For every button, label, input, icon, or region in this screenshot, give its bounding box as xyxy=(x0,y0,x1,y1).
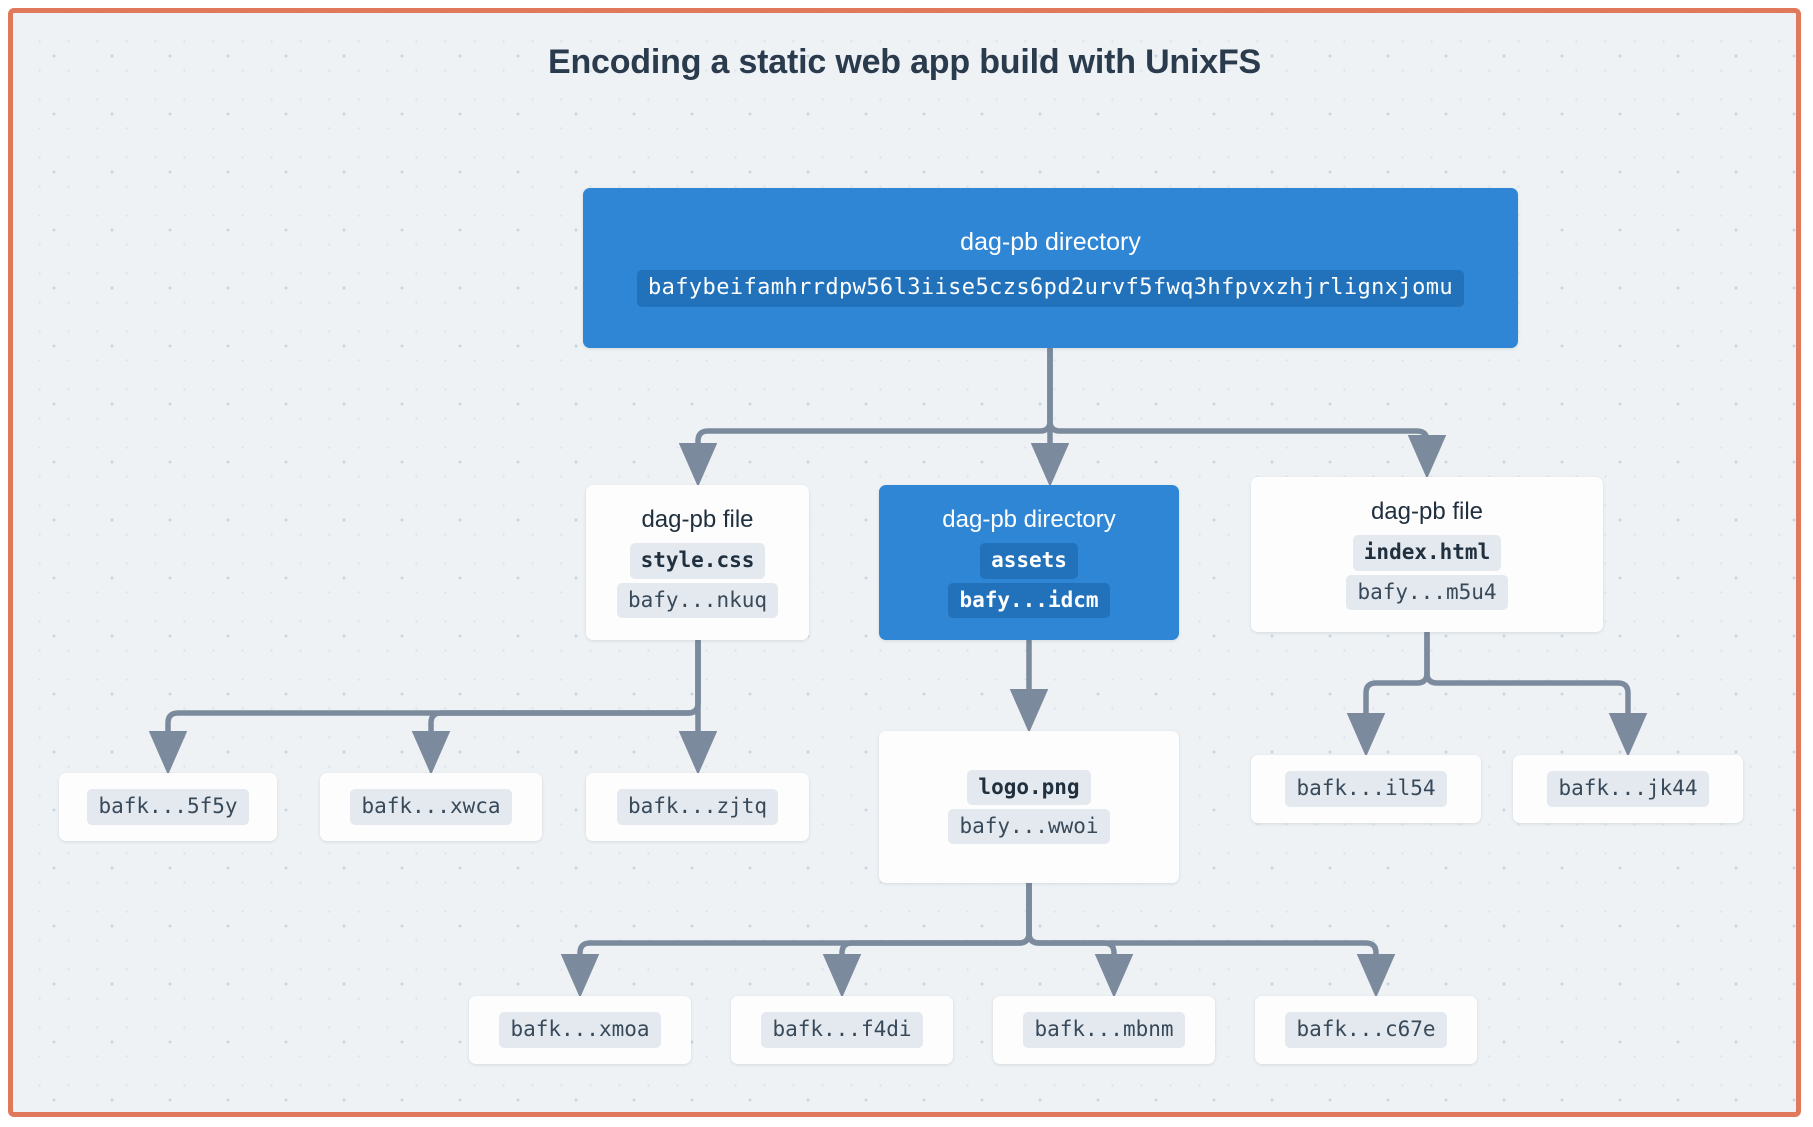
node-type-label: dag-pb file xyxy=(641,506,754,534)
leaf-block[interactable]: bafk...f4di xyxy=(731,996,953,1064)
node-logo-png[interactable]: logo.png bafy...wwoi xyxy=(879,731,1179,883)
node-filename: index.html xyxy=(1352,535,1502,571)
block-cid: bafk...mbnm xyxy=(1023,1012,1185,1048)
node-cid: bafy...idcm xyxy=(948,582,1110,618)
leaf-block[interactable]: bafk...zjtq xyxy=(586,773,809,841)
node-cid: bafy...m5u4 xyxy=(1346,574,1508,610)
block-cid: bafk...zjtq xyxy=(616,789,779,825)
node-type-label: dag-pb file xyxy=(1370,498,1484,526)
node-assets-directory[interactable]: dag-pb directory assets bafy...idcm xyxy=(879,485,1179,640)
leaf-block[interactable]: bafk...xwca xyxy=(320,773,542,841)
node-root-directory[interactable]: dag-pb directory bafybeifamhrrdpw56l3iis… xyxy=(583,188,1518,348)
node-cid: bafy...nkuq xyxy=(616,582,779,618)
block-cid: bafk...f4di xyxy=(761,1012,923,1048)
leaf-block[interactable]: bafk...jk44 xyxy=(1513,755,1743,823)
block-cid: bafk...il54 xyxy=(1285,771,1447,807)
block-cid: bafk...xmoa xyxy=(499,1012,661,1048)
node-cid: bafybeifamhrrdpw56l3iise5czs6pd2urvf5fwq… xyxy=(636,270,1465,307)
node-type-label: dag-pb directory xyxy=(960,228,1141,257)
block-cid: bafk...c67e xyxy=(1285,1012,1447,1048)
block-cid: bafk...xwca xyxy=(350,789,512,825)
leaf-block[interactable]: bafk...mbnm xyxy=(993,996,1215,1064)
block-cid: bafk...jk44 xyxy=(1547,771,1709,807)
leaf-block[interactable]: bafk...xmoa xyxy=(469,996,691,1064)
node-filename: assets xyxy=(980,543,1078,579)
page-title: Encoding a static web app build with Uni… xyxy=(547,43,1261,81)
node-filename: style.css xyxy=(629,543,766,579)
node-index-html[interactable]: dag-pb file index.html bafy...m5u4 xyxy=(1251,477,1603,632)
node-type-label: dag-pb directory xyxy=(942,506,1116,534)
diagram-canvas: Encoding a static web app build with Uni… xyxy=(8,8,1801,1117)
node-style-css[interactable]: dag-pb file style.css bafy...nkuq xyxy=(586,485,809,640)
leaf-block[interactable]: bafk...c67e xyxy=(1255,996,1477,1064)
node-filename: logo.png xyxy=(967,769,1091,805)
block-cid: bafk...5f5y xyxy=(87,789,249,825)
leaf-block[interactable]: bafk...5f5y xyxy=(59,773,277,841)
leaf-block[interactable]: bafk...il54 xyxy=(1251,755,1481,823)
node-cid: bafy...wwoi xyxy=(948,809,1110,845)
